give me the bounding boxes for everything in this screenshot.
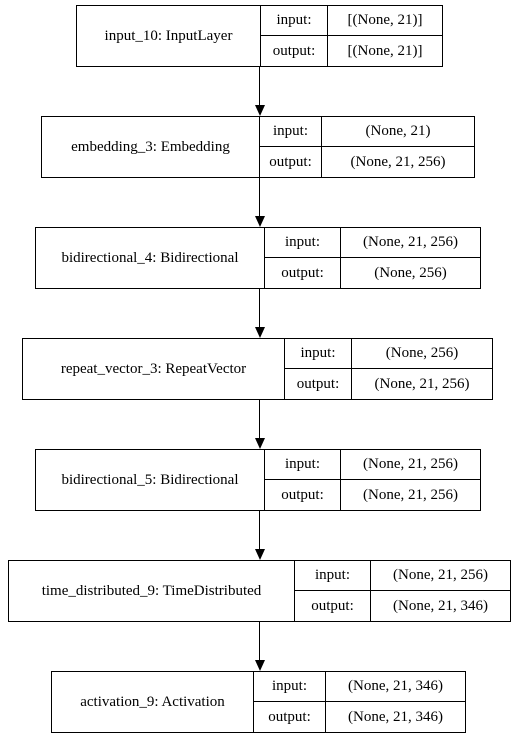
arrow-head bbox=[254, 327, 265, 338]
input-label: input: bbox=[265, 228, 341, 258]
arrow-head bbox=[254, 549, 265, 560]
layer-shape-table: input: [(None, 21)] output: [(None, 21)] bbox=[261, 6, 442, 66]
output-shape: (None, 21, 346) bbox=[393, 597, 488, 614]
output-shape: (None, 21, 346) bbox=[348, 708, 443, 725]
input-label: input: bbox=[261, 6, 328, 36]
input-label: input: bbox=[295, 561, 371, 591]
layer-node-bidirectional-4: bidirectional_4: Bidirectional input: (N… bbox=[35, 227, 481, 289]
layer-node-repeat-vector: repeat_vector_3: RepeatVector input: (No… bbox=[22, 338, 493, 400]
layer-name: embedding_3: Embedding bbox=[42, 117, 260, 177]
arrow-head bbox=[254, 660, 265, 671]
input-shape: (None, 21, 256) bbox=[341, 450, 480, 480]
input-label: input: bbox=[254, 672, 326, 702]
layer-shape-table: input: (None, 21, 256) output: (None, 21… bbox=[265, 450, 480, 510]
input-shape: (None, 21, 346) bbox=[326, 672, 465, 702]
layer-shape-table: input: (None, 256) output: (None, 21, 25… bbox=[285, 339, 492, 399]
output-shape: [(None, 21)] bbox=[347, 42, 423, 59]
output-label: output: bbox=[285, 369, 352, 399]
layer-name: time_distributed_9: TimeDistributed bbox=[9, 561, 295, 621]
output-label: output: bbox=[254, 702, 326, 732]
arrow-head bbox=[254, 105, 265, 116]
input-shape: (None, 21) bbox=[322, 117, 474, 147]
layer-node-bidirectional-5: bidirectional_5: Bidirectional input: (N… bbox=[35, 449, 481, 511]
layer-shape-table: input: (None, 21, 256) output: (None, 25… bbox=[265, 228, 480, 288]
layer-node-activation: activation_9: Activation input: (None, 2… bbox=[51, 671, 466, 733]
output-shape: (None, 21, 256) bbox=[363, 486, 458, 503]
layer-name: input_10: InputLayer bbox=[77, 6, 261, 66]
edge-line bbox=[259, 178, 260, 216]
layer-name: bidirectional_5: Bidirectional bbox=[36, 450, 265, 510]
output-shape: (None, 21, 256) bbox=[374, 375, 470, 392]
arrow-head bbox=[254, 438, 265, 449]
output-shape: (None, 256) bbox=[374, 264, 447, 281]
input-shape: (None, 21, 256) bbox=[341, 228, 480, 258]
layer-name: activation_9: Activation bbox=[52, 672, 254, 732]
output-label: output: bbox=[265, 480, 341, 510]
layer-name: bidirectional_4: Bidirectional bbox=[36, 228, 265, 288]
arrow-head bbox=[254, 216, 265, 227]
input-shape: (None, 21, 256) bbox=[371, 561, 510, 591]
input-shape: [(None, 21)] bbox=[328, 6, 442, 36]
edge-line bbox=[259, 622, 260, 660]
input-shape: (None, 256) bbox=[352, 339, 492, 369]
layer-name: repeat_vector_3: RepeatVector bbox=[23, 339, 285, 399]
output-shape: (None, 21, 256) bbox=[350, 153, 446, 170]
output-label: output: bbox=[295, 591, 371, 621]
edge-line bbox=[259, 511, 260, 549]
output-label: output: bbox=[261, 36, 328, 66]
layer-node-input: input_10: InputLayer input: [(None, 21)]… bbox=[76, 5, 443, 67]
edge-line bbox=[259, 289, 260, 327]
output-label: output: bbox=[260, 147, 322, 177]
layer-node-embedding: embedding_3: Embedding input: (None, 21)… bbox=[41, 116, 475, 178]
input-label: input: bbox=[260, 117, 322, 147]
layer-shape-table: input: (None, 21) output: (None, 21, 256… bbox=[260, 117, 474, 177]
layer-shape-table: input: (None, 21, 346) output: (None, 21… bbox=[254, 672, 465, 732]
layer-node-time-distributed: time_distributed_9: TimeDistributed inpu… bbox=[8, 560, 511, 622]
output-label: output: bbox=[265, 258, 341, 288]
input-label: input: bbox=[265, 450, 341, 480]
layer-shape-table: input: (None, 21, 256) output: (None, 21… bbox=[295, 561, 510, 621]
edge-line bbox=[259, 400, 260, 438]
input-label: input: bbox=[285, 339, 352, 369]
edge-line bbox=[259, 67, 260, 105]
